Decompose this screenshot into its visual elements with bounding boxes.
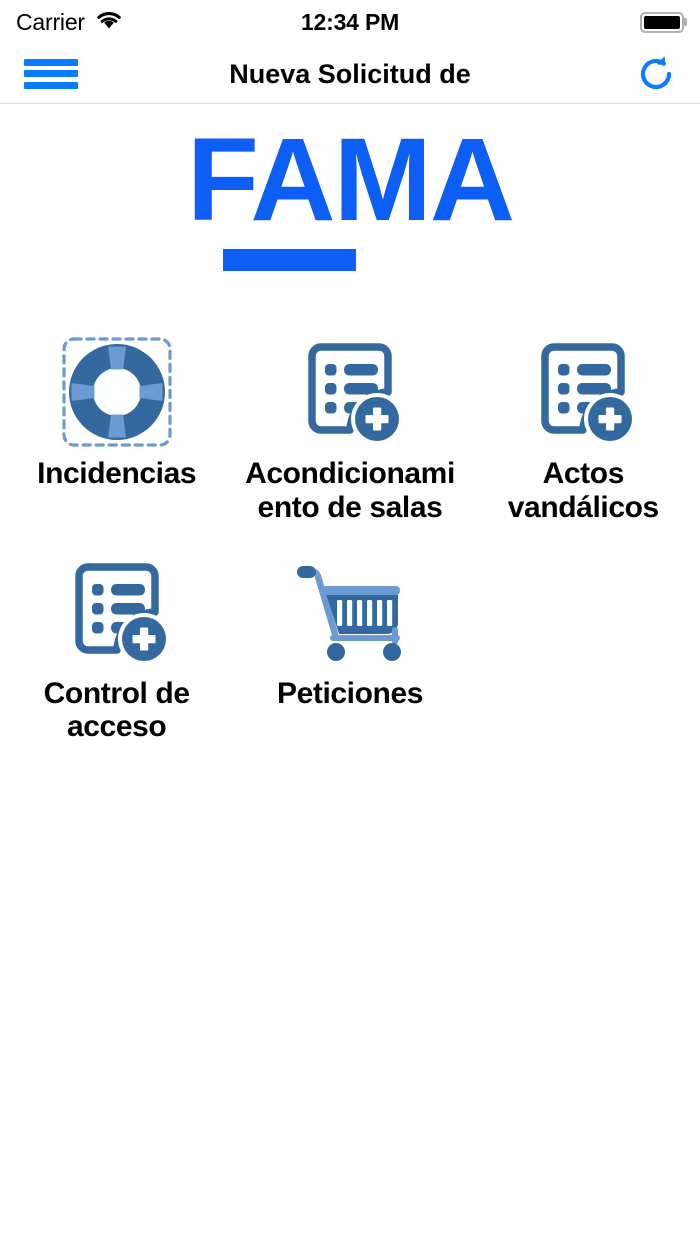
menu-item-actos-vandalicos[interactable]: Actos vandálicos — [467, 333, 700, 525]
menu-grid: Incidencias Acondicionami — [0, 333, 700, 745]
menu-item-incidencias[interactable]: Incidencias — [0, 333, 233, 525]
list-add-icon — [473, 333, 694, 451]
menu-item-label: Peticiones — [276, 676, 424, 710]
menu-item-label: Acondicionamiento de salas — [245, 456, 455, 524]
menu-item-label: Incidencias — [37, 456, 197, 490]
list-add-icon — [239, 333, 460, 451]
shopping-cart-icon — [239, 553, 460, 671]
wifi-icon — [94, 9, 124, 36]
menu-item-peticiones[interactable]: Peticiones — [233, 553, 466, 745]
status-bar: Carrier 12:34 PM — [0, 0, 700, 44]
status-bar-left: Carrier — [16, 9, 124, 36]
carrier-label: Carrier — [16, 8, 85, 35]
brand-logo-underline — [222, 248, 356, 271]
hamburger-menu-icon[interactable] — [24, 56, 78, 92]
brand-logo: FAMA — [0, 104, 700, 281]
menu-item-label: Control de acceso — [43, 676, 190, 744]
list-add-icon — [6, 553, 227, 671]
menu-item-acondicionamiento[interactable]: Acondicionamiento de salas — [233, 333, 466, 525]
menu-item-label: Actos vandálicos — [507, 456, 659, 524]
refresh-icon[interactable] — [636, 54, 676, 94]
navigation-bar: Nueva Solicitud de — [0, 44, 700, 104]
status-bar-right — [640, 11, 687, 33]
menu-item-control-de-acceso[interactable]: Control de acceso — [0, 553, 233, 745]
brand-logo-text: FAMA — [186, 114, 515, 246]
battery-icon — [640, 11, 687, 33]
lifebuoy-icon — [6, 333, 227, 451]
page-title: Nueva Solicitud de — [229, 58, 471, 89]
